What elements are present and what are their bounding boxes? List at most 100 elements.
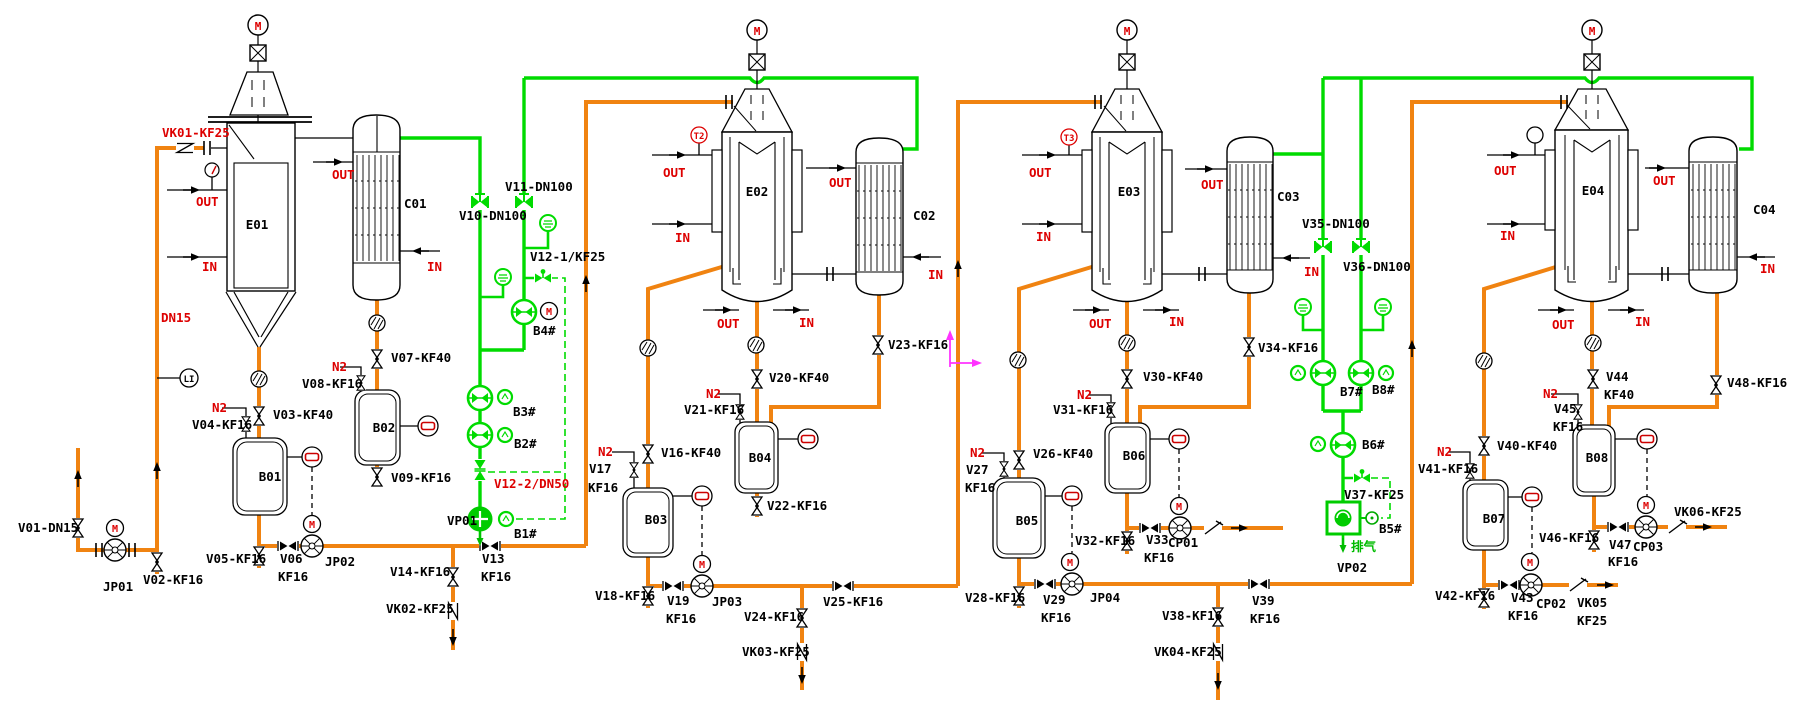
label-OUT: OUT [196, 194, 219, 209]
label-IN: IN [202, 259, 217, 274]
label-OUT: OUT [1201, 177, 1224, 192]
tank-B07 [1462, 479, 1509, 551]
label-IN: IN [1500, 228, 1515, 243]
label-KF16: KF16 [1508, 608, 1538, 623]
label-VK04-KF25: VK04-KF25 [1154, 644, 1222, 659]
label-V20-KF40: V20-KF40 [769, 370, 829, 385]
valve-V09 [370, 466, 384, 488]
label-OUT: OUT [1494, 163, 1517, 178]
vacuum-pump-B6 [1329, 431, 1357, 459]
valve-V22 [750, 495, 764, 517]
label-VP02: VP02 [1337, 560, 1367, 575]
vacuum-gauge-4 [1374, 298, 1392, 316]
label-V35-DN100: V35-DN100 [1302, 216, 1370, 231]
sight-glass-7 [1475, 352, 1493, 370]
label-KF16: KF16 [278, 569, 308, 584]
label-V18-KF16: V18-KF16 [595, 588, 655, 603]
label-KF16: KF16 [666, 611, 696, 626]
valve-V35 [1313, 238, 1333, 256]
label-V22-KF16: V22-KF16 [767, 498, 827, 513]
label-N2: N2 [1437, 444, 1452, 459]
evaporator-E04 [1526, 19, 1639, 303]
label-V45: V45 [1554, 401, 1577, 416]
pipe-vac-bypass1 [488, 277, 566, 520]
valve-V12-2 [472, 458, 488, 482]
label-M: M [255, 20, 262, 33]
valve-V23 [871, 334, 885, 356]
pipe-b05-jp04-riser [1017, 100, 1568, 700]
pipe-vac-train2-stubs [1301, 314, 1385, 547]
pipe-e04-b08-c04 [1590, 293, 1727, 552]
pressure-gauge-E04 [1526, 126, 1544, 144]
tank-B01 [232, 437, 288, 516]
level-indicator-B05 [1061, 485, 1083, 507]
label-B5#: B5# [1379, 521, 1402, 536]
level-indicator-LI [179, 368, 199, 388]
label-KF16: KF16 [588, 480, 618, 495]
label-E03: E03 [1118, 184, 1141, 199]
motor-B3-icon [496, 388, 514, 406]
label-V29: V29 [1043, 592, 1066, 607]
label-B07: B07 [1483, 511, 1506, 526]
label-M: M [699, 560, 705, 571]
label-OUT: OUT [663, 165, 686, 180]
sight-glass-6 [1118, 334, 1136, 352]
label-M: M [1124, 25, 1131, 38]
label-B2#: B2# [514, 436, 537, 451]
label-B1#: B1# [514, 526, 537, 541]
label-排气: 排气 [1351, 539, 1377, 554]
valve-V16 [641, 443, 655, 465]
label-V27: V27 [966, 462, 989, 477]
label-M: M [1176, 502, 1182, 513]
cone-bottom [225, 291, 297, 348]
label-V23-KF16: V23-KF16 [888, 337, 948, 352]
equipment [179, 14, 1738, 559]
pump-JP02 [300, 534, 324, 558]
label-V42-KF16: V42-KF16 [1435, 588, 1495, 603]
label-V46-KF16: V46-KF16 [1539, 530, 1599, 545]
label-OUT: OUT [1029, 165, 1052, 180]
label-V17: V17 [589, 461, 612, 476]
label-B06: B06 [1123, 448, 1146, 463]
tank-B04 [734, 421, 779, 494]
vacuum-pump-B2 [466, 421, 494, 449]
label-C04: C04 [1753, 202, 1776, 217]
label-N2: N2 [332, 359, 347, 374]
label-V14-KF16: V14-KF16 [390, 564, 450, 579]
condenser-C03 [1226, 136, 1275, 294]
label-V01-DN15: V01-DN15 [18, 520, 78, 535]
label-KF25: KF25 [1577, 613, 1607, 628]
label-M: M [754, 25, 761, 38]
label-JP03: JP03 [712, 594, 742, 609]
label-M: M [546, 307, 552, 318]
motor-B7-icon [1289, 364, 1307, 382]
label-V48-KF16: V48-KF16 [1727, 375, 1787, 390]
label-E04: E04 [1582, 183, 1605, 198]
pipe-b03-jp03-riser [646, 100, 1102, 690]
valve-V27 [998, 460, 1010, 478]
label-IN: IN [1635, 314, 1650, 329]
level-indicator-B06 [1168, 428, 1190, 450]
label-V07-KF40: V07-KF40 [391, 350, 451, 365]
vacuum-pump-B5-box [1325, 500, 1379, 536]
label-KF16: KF16 [481, 569, 511, 584]
label-V44: V44 [1606, 369, 1629, 384]
label-B01: B01 [259, 469, 282, 484]
valve-V30 [1120, 368, 1134, 390]
vacuum-gauge-3 [1294, 298, 1312, 316]
label-N2: N2 [706, 386, 721, 401]
check-valve-CP01 [1203, 520, 1224, 536]
level-indicator-stubs [287, 425, 1637, 498]
vacuum-pump-B8 [1347, 359, 1375, 387]
valve-V48 [1709, 374, 1723, 396]
label-N2: N2 [1543, 386, 1558, 401]
pipe-vac-bypass2 [1371, 477, 1391, 519]
tank-B02 [354, 389, 401, 466]
label-T3: T3 [1064, 134, 1075, 144]
label-V03-KF40: V03-KF40 [273, 407, 333, 422]
sight-glass-1 [250, 370, 268, 388]
label-VK01-KF25: VK01-KF25 [162, 125, 230, 140]
label-V32-KF16: V32-KF16 [1075, 533, 1135, 548]
